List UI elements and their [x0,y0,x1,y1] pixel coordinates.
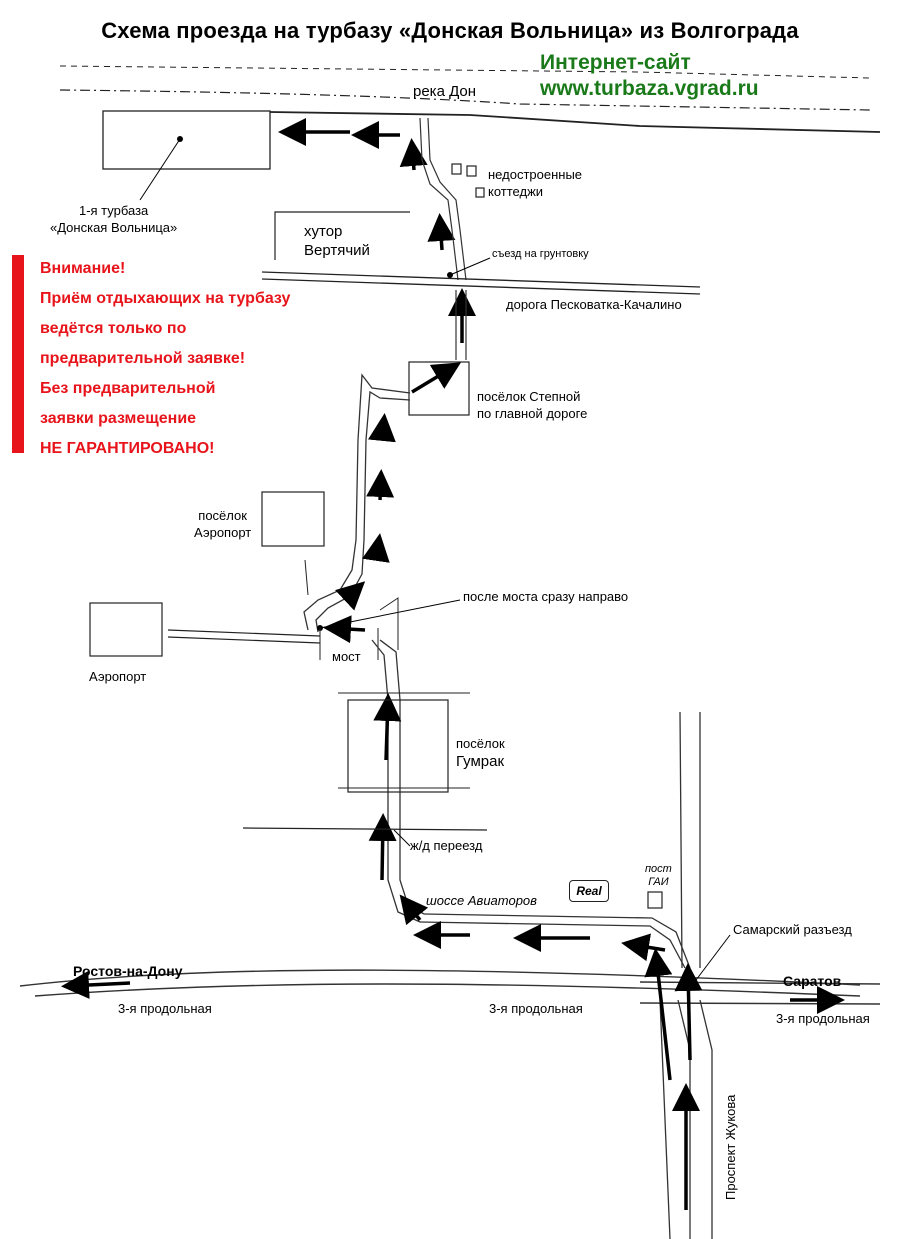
label-cottages-line1: недостроенные [488,167,583,182]
label-gai-line2: ГАИ [648,876,669,888]
label-gumrak-line1: посёлок [456,736,505,751]
turbaza-box [102,110,271,170]
label-saratov: Саратов [783,973,842,989]
notice-line: Без предварительной [40,380,216,397]
stepnoy-box [408,361,470,416]
notice-line: НЕ ГАРАНТИРОВАНО! [40,440,215,457]
real-store: Real [569,880,609,902]
website-url[interactable]: www.turbaza.vgrad.ru [540,77,759,100]
notice-line: заявки размещение [40,410,197,427]
label-railway-crossing: ж/д переезд [410,838,483,853]
label-airport: Аэропорт [89,669,147,684]
label-gai: пост ГАИ [645,863,672,889]
notice-line: предварительной заявке! [40,350,246,367]
website[interactable]: Интернет-сайт www.turbaza.vgrad.ru [540,50,759,102]
label-samarsky: Самарский разъезд [733,922,852,937]
label-stepnoy-line2: по главной дороге [477,406,588,421]
label-aviators-highway: шоссе Авиаторов [426,893,537,908]
label-stepnoy: посёлок Степной по главной дороге [477,388,587,422]
aeroport-village-box [261,491,325,547]
label-aeroport-village: посёлок Аэропорт [194,507,251,541]
label-aeroport-village-line2: Аэропорт [194,525,252,540]
label-rostov: Ростов-на-Дону [73,963,183,979]
label-cottages-line2: коттеджи [488,184,544,199]
aviators-highway [419,913,691,969]
label-zhukova: Проспект Жукова [723,1094,738,1200]
notice-attention: Внимание! [40,260,126,277]
label-road-peskovatka: дорога Песковатка-Качалино [506,297,682,312]
notice-line: Приём отдыхающих на турбазу [40,290,291,307]
label-gumrak: посёлок Гумрак [456,735,505,771]
label-khutor: хутор Вертячий [304,222,370,260]
label-after-bridge: после моста сразу направо [463,589,629,604]
label-khutor-line2: Вертячий [304,242,370,259]
label-river: река Дон [413,83,477,100]
label-bridge: мост [332,649,361,664]
label-turbaza-line1: 1-я турбаза [78,203,149,218]
label-cottages: недостроенные коттеджи [488,166,582,200]
label-gumrak-line2: Гумрак [456,753,505,770]
label-prodolnaya-right: 3-я продольная [776,1011,870,1026]
label-stepnoy-line1: посёлок Степной [477,389,581,404]
airport-box [89,602,163,657]
main-route [303,373,411,633]
label-prodolnaya-mid: 3-я продольная [489,1001,583,1016]
label-gai-line1: пост [645,863,672,875]
river-don [59,65,881,133]
label-turbaza-line2: «Донская Вольница» [50,220,178,235]
label-khutor-line1: хутор [304,223,343,240]
gumrak-box [347,699,449,793]
label-prodolnaya-left: 3-я продольная [118,1001,212,1016]
railway [242,827,488,831]
website-label: Интернет-сайт [540,51,691,74]
label-turbaza: 1-я турбаза «Донская Вольница» [50,202,177,236]
label-dirt-road-exit: съезд на грунтовку [492,248,589,260]
road-peskovatka [261,271,701,295]
notice: Внимание! Приём отдыхающих на турбазу ве… [40,254,290,464]
notice-bar [12,255,24,453]
page-title: Схема проезда на турбазу «Донская Вольни… [101,18,799,43]
label-aeroport-village-line1: посёлок [198,508,247,523]
notice-line: ведётся только по [40,320,187,337]
dirt-road [419,117,459,281]
